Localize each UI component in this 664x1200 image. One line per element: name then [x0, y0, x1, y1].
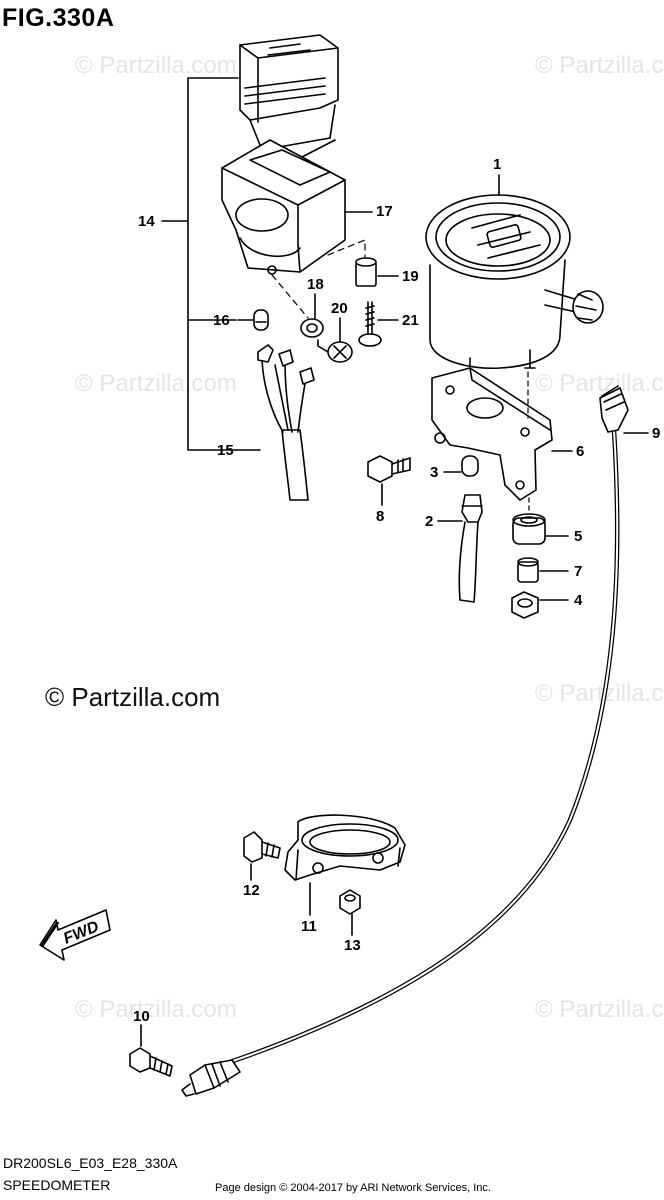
watermark-mid-left: © Partzilla.com [75, 370, 237, 397]
part-10-bolt [129, 1047, 173, 1077]
part-2-socket [458, 494, 483, 603]
part-1-speedometer [425, 194, 604, 370]
section-name: SPEEDOMETER [3, 1177, 111, 1193]
part-9-cable [181, 385, 629, 1097]
dashed-guide-lines [271, 239, 366, 319]
part-label-8: 8 [376, 508, 385, 525]
part-8-bolt [367, 455, 411, 483]
part-label-2: 2 [425, 513, 434, 530]
part-label-9: 9 [652, 425, 661, 442]
part-label-5: 5 [574, 528, 583, 545]
part-3-bulb [461, 455, 479, 477]
part-label-16: 16 [213, 312, 230, 329]
part-18-grommet [300, 318, 324, 338]
part-label-19: 19 [402, 268, 419, 285]
part-label-21: 21 [402, 312, 419, 329]
part-20-screw [317, 339, 353, 363]
part-13-nut [339, 889, 361, 915]
part-6-bracket [431, 367, 553, 501]
watermark-low-right: © Partzilla.com [535, 996, 664, 1023]
fwd-arrow-icon: FWD [39, 909, 111, 961]
watermark-mid-right: © Partzilla.com [535, 370, 664, 397]
part-4-nut [511, 591, 539, 619]
part-label-1: 1 [493, 156, 502, 173]
part-12-bolt [243, 831, 281, 863]
watermark-center-right: © Partzilla.com [535, 680, 664, 707]
leader-14-bracket [161, 77, 261, 451]
watermark-low-left: © Partzilla.com [75, 996, 237, 1023]
model-code: DR200SL6_E03_E28_330A [3, 1155, 178, 1171]
part-label-6: 6 [576, 443, 585, 460]
part-label-4: 4 [574, 592, 583, 609]
part-label-12: 12 [243, 882, 260, 899]
part-11-clamp [284, 814, 406, 881]
part-label-3: 3 [430, 464, 439, 481]
part-label-18: 18 [307, 276, 324, 293]
part-19-spacer [355, 257, 377, 287]
part-label-15: 15 [217, 442, 234, 459]
part-label-14: 14 [138, 213, 155, 230]
part-16-bulb [253, 309, 269, 331]
part-label-11: 11 [301, 918, 317, 935]
part-label-13: 13 [344, 937, 361, 954]
part-label-20: 20 [331, 300, 348, 317]
part-21-screw [358, 301, 382, 347]
part-label-17: 17 [376, 203, 393, 220]
page-credit: Page design © 2004-2017 by ARI Network S… [215, 1182, 491, 1194]
part-label-10: 10 [133, 1008, 150, 1025]
watermark-main: © Partzilla.com [45, 682, 221, 712]
figure-title: FIG.330A [2, 4, 115, 32]
part-label-7: 7 [574, 563, 583, 580]
part-cover-cap [239, 34, 339, 159]
part-17-housing [221, 139, 346, 275]
part-15-harness [257, 344, 315, 501]
part-5-grommet [512, 497, 546, 545]
watermark-top-right: © Partzilla.com [535, 52, 664, 79]
watermark-top-left: © Partzilla.com [75, 52, 237, 79]
part-7-spacer [517, 557, 539, 583]
